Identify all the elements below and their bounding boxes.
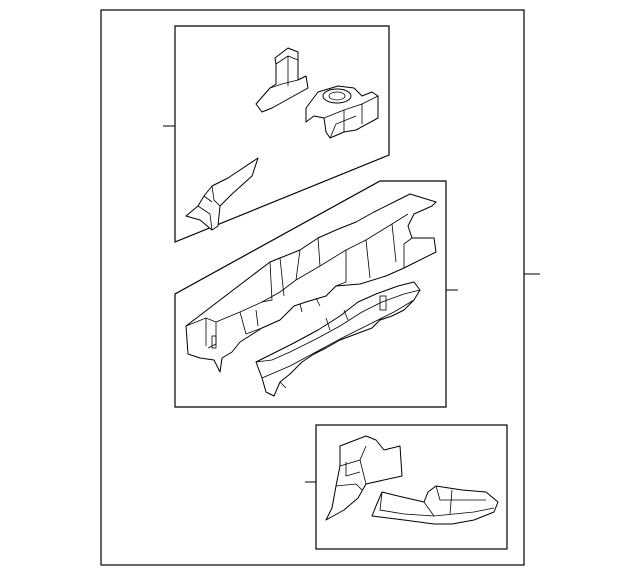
lower-group <box>305 424 508 550</box>
floor-extension <box>371 485 499 525</box>
middle-group <box>174 180 458 408</box>
upper-bracket <box>255 47 309 113</box>
outer-frame <box>100 9 525 566</box>
side-brace <box>185 157 259 231</box>
frame-rail-lower <box>255 281 421 397</box>
middle-group-box <box>174 180 447 408</box>
suspension-housing <box>305 85 379 139</box>
rear-bracket <box>325 435 403 521</box>
frame-rail-upper <box>185 193 437 373</box>
upper-group <box>163 25 390 243</box>
upper-group-box <box>174 25 390 243</box>
lower-group-box <box>315 424 508 550</box>
